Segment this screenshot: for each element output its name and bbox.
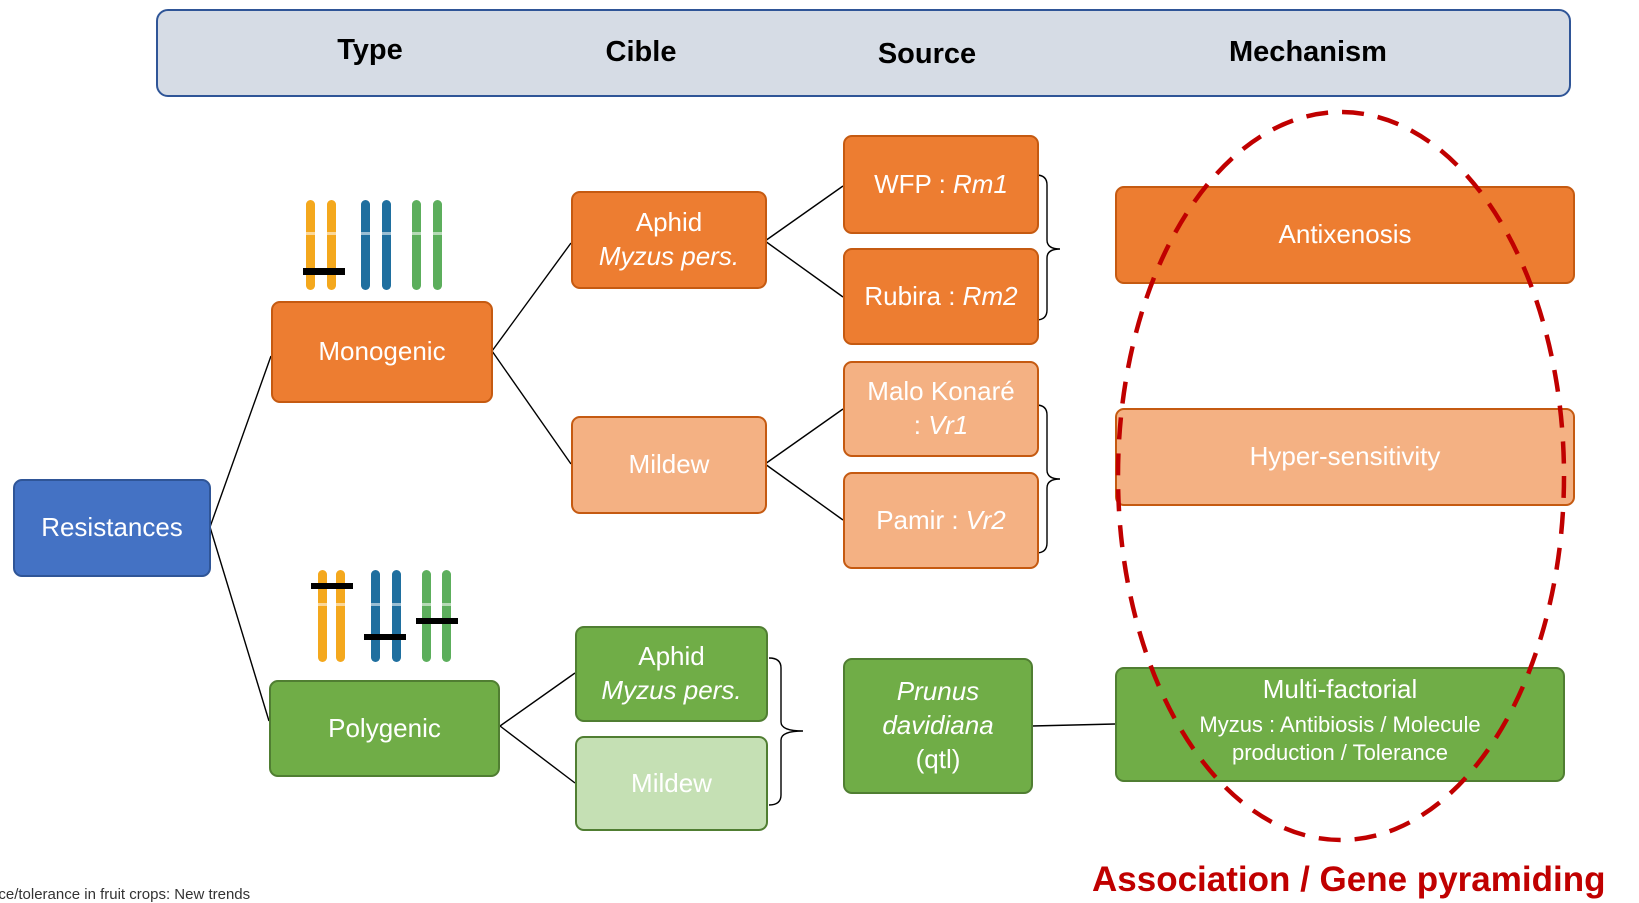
malo-gene: Vr1	[928, 410, 969, 440]
target-mildew-polygenic: Mildew	[575, 736, 768, 831]
mechanism-multifactorial: Multi-factorial Myzus : Antibiosis / Mol…	[1115, 667, 1565, 782]
header-source: Source	[877, 38, 977, 70]
antixenosis-label: Antixenosis	[1278, 219, 1412, 250]
type-monogenic: Monogenic	[271, 301, 493, 403]
malo-name: Malo Konaré	[867, 376, 1015, 407]
wfp-name: WFP :	[874, 168, 954, 199]
header-cible: Cible	[605, 36, 677, 68]
aphid-species: Myzus pers.	[601, 675, 742, 705]
association-label: Association / Gene pyramiding	[1092, 860, 1606, 899]
pamir-gene: Vr2	[965, 504, 1006, 535]
aphid-label: Aphid	[635, 207, 703, 238]
header-mechanism: Mechanism	[1229, 36, 1387, 68]
footnote: Resistance/tolerance in fruit crops: New…	[0, 886, 251, 903]
multifactorial-detail: Myzus : Antibiosis / Molecule production…	[1199, 711, 1481, 766]
prunus-suffix: (qtl)	[915, 743, 961, 774]
rubira-name: Rubira :	[864, 280, 963, 311]
mechanism-hypersensitivity: Hyper-sensitivity	[1115, 408, 1575, 506]
source-wfp: WFP : Rm1	[843, 135, 1039, 234]
hypersensitivity-label: Hyper-sensitivity	[1249, 441, 1441, 472]
target-aphid-polygenic: Aphid Myzus pers.	[575, 626, 768, 722]
wfp-gene: Rm1	[953, 168, 1008, 199]
pamir-name: Pamir :	[876, 504, 966, 535]
monogenic-label: Monogenic	[318, 336, 446, 367]
rubira-gene: Rm2	[962, 280, 1018, 311]
aphid-species: Myzus pers.	[598, 241, 740, 271]
type-polygenic: Polygenic	[269, 680, 500, 777]
mildew-label: Mildew	[631, 767, 712, 798]
polygenic-label: Polygenic	[328, 712, 441, 743]
mechanism-antixenosis: Antixenosis	[1115, 186, 1575, 284]
prunus-species: Prunus davidiana	[882, 676, 994, 741]
source-pamir: Pamir : Vr2	[843, 472, 1039, 569]
header-type: Type	[337, 34, 403, 66]
source-malo-konare: Malo Konaré : Vr1	[843, 361, 1039, 457]
mildew-label: Mildew	[628, 449, 710, 480]
malo-sep: :	[913, 410, 929, 440]
target-mildew-monogenic: Mildew	[571, 416, 767, 514]
multifactorial-label: Multi-factorial	[1262, 674, 1418, 704]
header-bar	[156, 9, 1571, 97]
polygenic-chromosomes-icon	[311, 570, 458, 662]
source-rubira: Rubira : Rm2	[843, 248, 1039, 345]
target-aphid-monogenic: Aphid Myzus pers.	[571, 191, 767, 289]
root-label: Resistances	[41, 512, 183, 543]
monogenic-chromosomes-icon	[303, 200, 442, 290]
source-prunus-davidiana: Prunus davidiana (qtl)	[843, 658, 1033, 794]
aphid-label: Aphid	[638, 641, 705, 672]
root-resistances: Resistances	[13, 479, 211, 577]
